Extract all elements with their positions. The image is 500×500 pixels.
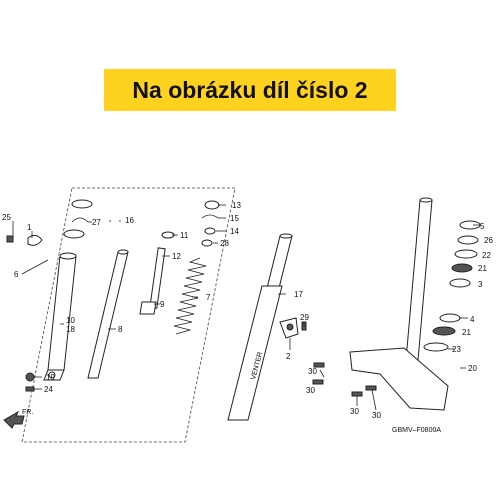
callout-18: 18: [66, 325, 75, 334]
callout-24: 24: [44, 385, 53, 394]
bracket-part-2: [279, 317, 299, 339]
callout-30d: 30: [372, 411, 381, 420]
callout-29: 29: [300, 313, 309, 322]
callout-8: 8: [118, 325, 123, 334]
callout-7: 7: [206, 293, 211, 302]
left-fork-tube: [43, 252, 77, 381]
cap-parts: [201, 200, 220, 247]
callout-25: 25: [2, 213, 11, 222]
callout-28: 28: [220, 239, 229, 248]
callout-22: 22: [482, 251, 491, 260]
clamp-part-1: [27, 234, 43, 246]
callout-labels: 1 2 3 4 5 6 7 8 9 10 11 12 13 14 15 16 1…: [2, 201, 493, 420]
bolts-30: [312, 362, 377, 397]
bolts-19-24: [25, 372, 35, 392]
callout-19: 19: [46, 373, 55, 382]
callout-5: 5: [480, 222, 485, 231]
right-fork-leg: VENTER: [227, 233, 293, 421]
callout-30b: 30: [306, 386, 315, 395]
fork-inner-tube: [87, 249, 129, 379]
callout-13: 13: [232, 201, 241, 210]
callout-2: 2: [286, 352, 291, 361]
callout-3: 3: [478, 280, 483, 289]
callout-21a: 21: [478, 264, 487, 273]
diagram-code: GBMV–F0800A: [392, 427, 441, 434]
assembly-group-outline: [21, 187, 236, 443]
callout-9: 9: [160, 300, 165, 309]
callout-4: 4: [470, 315, 475, 324]
callout-11: 11: [180, 231, 189, 240]
callout-27: 27: [92, 218, 101, 227]
bearing-stack: [423, 220, 481, 352]
bolt-25: [6, 235, 14, 243]
front-direction-arrow: FR.: [3, 409, 33, 429]
damper-rod: [139, 231, 175, 315]
callout-23: 23: [452, 345, 461, 354]
callout-21b: 21: [462, 328, 471, 337]
part-number-banner: Na obrázku díl číslo 2: [104, 69, 396, 111]
callout-30c: 30: [350, 407, 359, 416]
callout-10: 10: [66, 316, 75, 325]
callout-20: 20: [468, 364, 477, 373]
callout-12: 12: [172, 252, 181, 261]
callout-30a: 30: [308, 367, 317, 376]
svg-text:FR.: FR.: [22, 409, 33, 416]
callout-15: 15: [230, 214, 239, 223]
callout-16: 16: [125, 216, 134, 225]
callout-6: 6: [14, 270, 19, 279]
callout-14: 14: [230, 227, 239, 236]
fork-spring: [173, 257, 207, 335]
steering-stem: [349, 197, 449, 411]
callout-17: 17: [294, 290, 303, 299]
callout-26: 26: [484, 236, 493, 245]
leader-lines: [12, 204, 480, 411]
callout-1: 1: [27, 223, 32, 232]
seal-rings: [63, 199, 93, 239]
